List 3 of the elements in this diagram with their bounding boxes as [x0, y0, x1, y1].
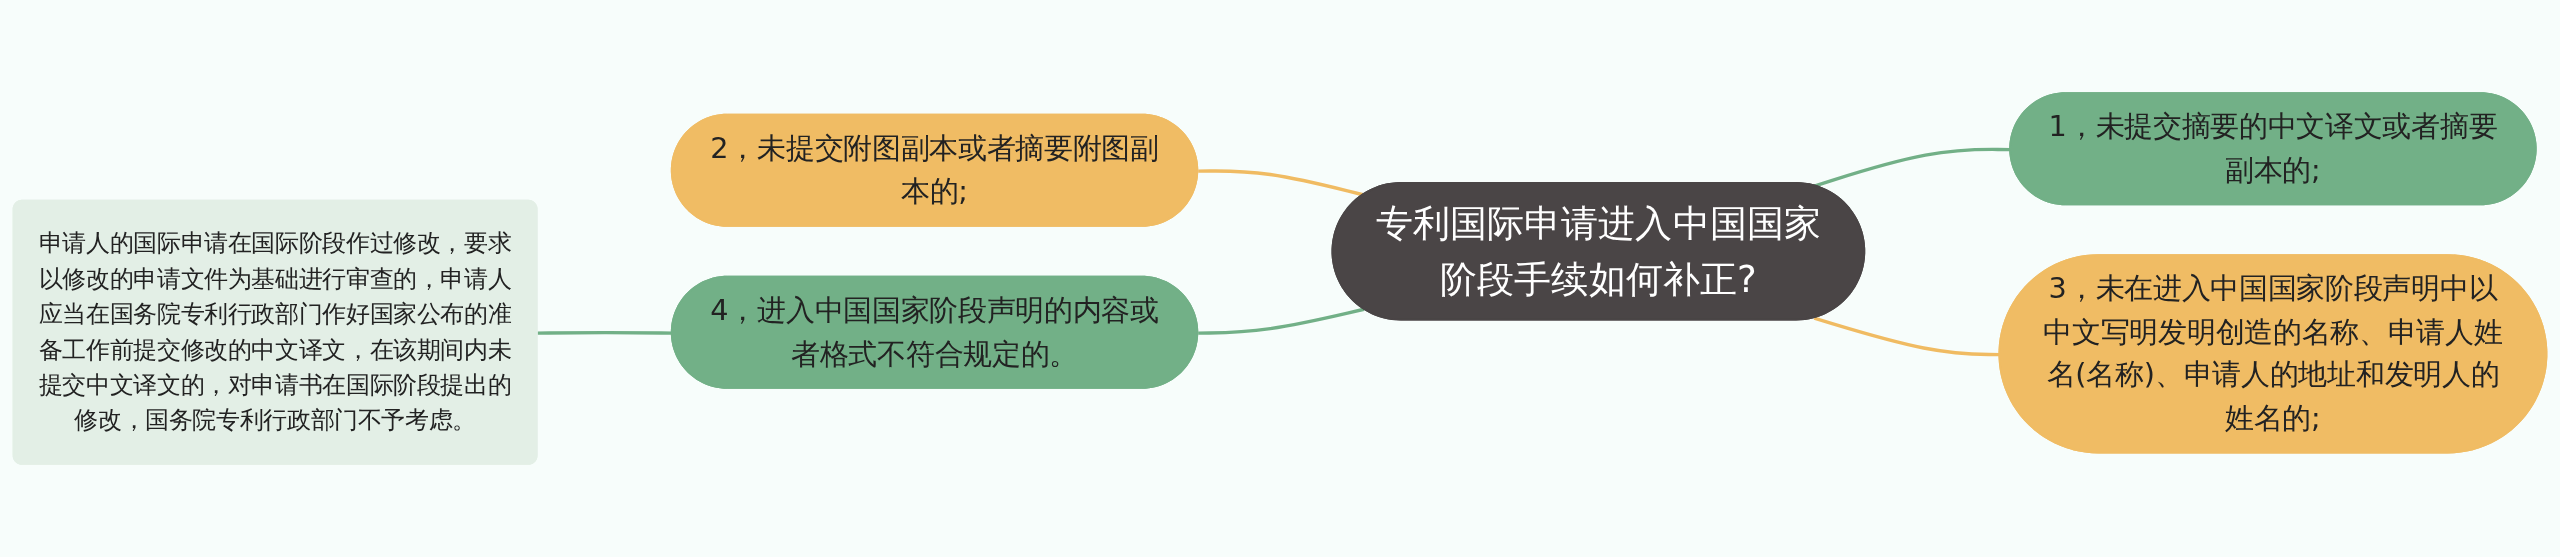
connector — [1198, 169, 1365, 197]
connector — [1198, 307, 1365, 335]
connector — [1813, 147, 2011, 188]
